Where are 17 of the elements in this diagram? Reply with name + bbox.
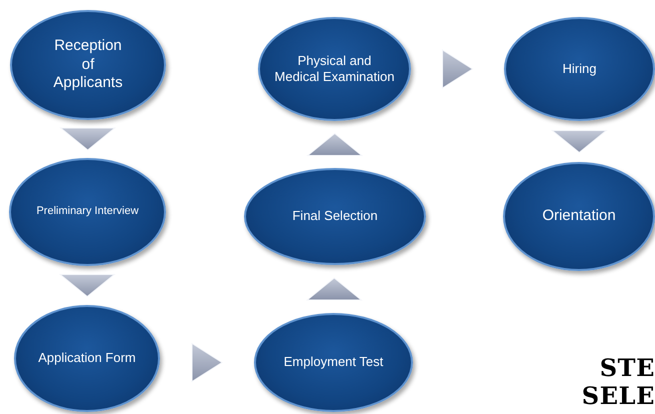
title-text: SELE [582,382,655,410]
triangle-arrow [550,130,608,154]
step-label: Hiring [562,60,596,78]
step-label: Employment Test [284,354,384,371]
triangle-arrow [59,128,116,151]
step-label: Application Form [38,350,136,367]
step-label: Reception of Applicants [52,36,124,94]
triangle-arrow [306,132,364,156]
step-label: Physical and Medical Examination [274,52,394,86]
triangle-arrow [58,274,116,298]
step-label: Preliminary Interview [36,205,139,219]
step-label: Orientation [542,207,616,226]
triangle-arrow [192,342,223,382]
triangle-arrow [442,49,474,89]
triangle-arrow [306,277,363,300]
title-text: STE [600,354,655,382]
step-label: Final Selection [292,208,378,225]
